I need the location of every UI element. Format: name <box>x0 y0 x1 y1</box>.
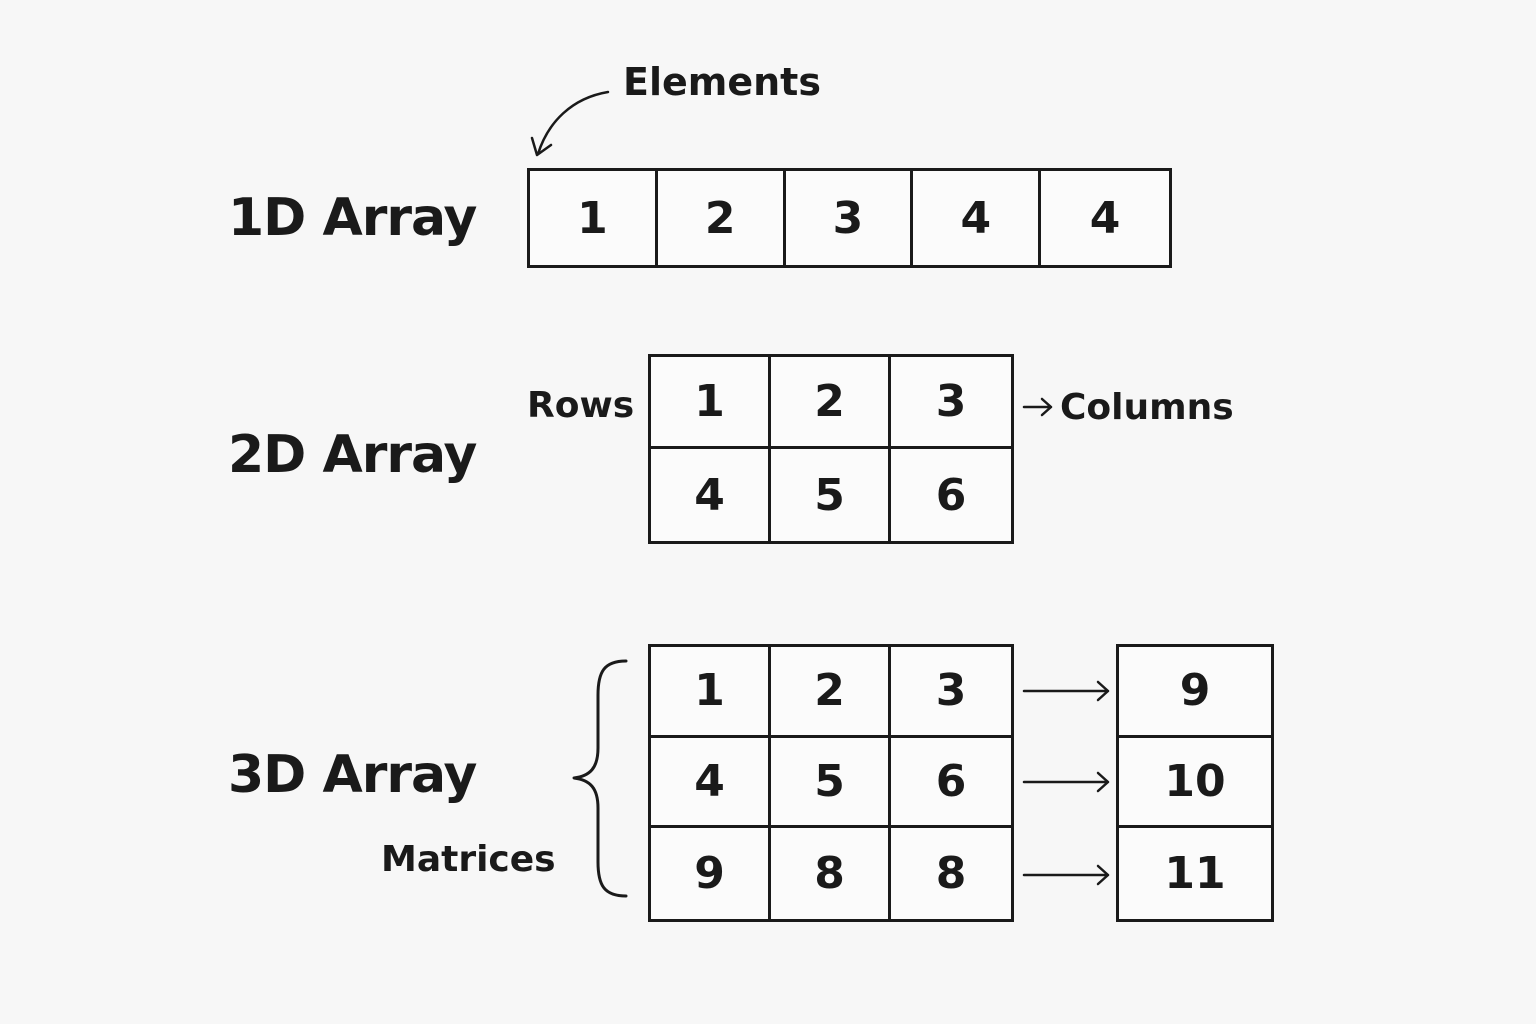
array3d-cell: 6 <box>891 738 1011 829</box>
array1d-cell: 1 <box>530 171 658 265</box>
columns-label: Columns <box>1060 387 1234 428</box>
elements-label: Elements <box>623 60 821 104</box>
elements-arrowhead <box>530 136 553 157</box>
array1d-cell: 3 <box>786 171 914 265</box>
rows-label: Rows <box>527 385 635 426</box>
array2d-cell: 6 <box>935 469 967 521</box>
array1d-cell: 2 <box>658 171 786 265</box>
row2-arrow <box>1022 771 1110 793</box>
array2d-cell: 3 <box>891 357 1011 449</box>
array3d-cell: 1 <box>651 647 771 738</box>
row3-arrow <box>1022 864 1110 886</box>
row1-arrow <box>1022 680 1110 702</box>
array1d-cell: 4 <box>913 171 1042 265</box>
elements-arrow <box>536 90 610 156</box>
columns-arrow <box>1022 397 1053 417</box>
array3d-side-cell: 10 <box>1119 738 1271 829</box>
array3d-cell: 5 <box>771 737 891 829</box>
array3d-side-column: 9 10 11 <box>1116 644 1274 922</box>
array3d-side-cell: 11 <box>1164 848 1226 900</box>
array3d-cell: 8 <box>771 828 891 919</box>
array3d-cell: 3 <box>891 647 1011 738</box>
array3d-cell: 4 <box>651 737 771 829</box>
array3d-title: 3D Array <box>228 745 477 805</box>
array2d-title: 2D Array <box>228 425 477 485</box>
array2d-cell: 1 <box>651 357 771 449</box>
array3d-cell: 2 <box>771 647 891 738</box>
array2d-cell: 2 <box>771 357 891 449</box>
array1d-title: 1D Array <box>228 188 477 248</box>
array2d-cell: 5 <box>771 449 891 541</box>
array3d-cell: 8 <box>935 848 967 900</box>
array3d-side-cell: 9 <box>1119 647 1271 738</box>
array1d-cell: 4 <box>1089 192 1121 244</box>
array3d-cell: 9 <box>651 828 771 919</box>
array3d-grid: 1 2 3 4 5 6 9 8 8 <box>648 644 1014 922</box>
matrices-brace <box>572 659 628 898</box>
array2d-cell: 4 <box>651 449 771 541</box>
array1d-grid: 1 2 3 4 4 <box>527 168 1172 268</box>
array2d-grid: 1 2 3 4 5 6 <box>648 354 1014 544</box>
matrices-label: Matrices <box>381 839 556 880</box>
